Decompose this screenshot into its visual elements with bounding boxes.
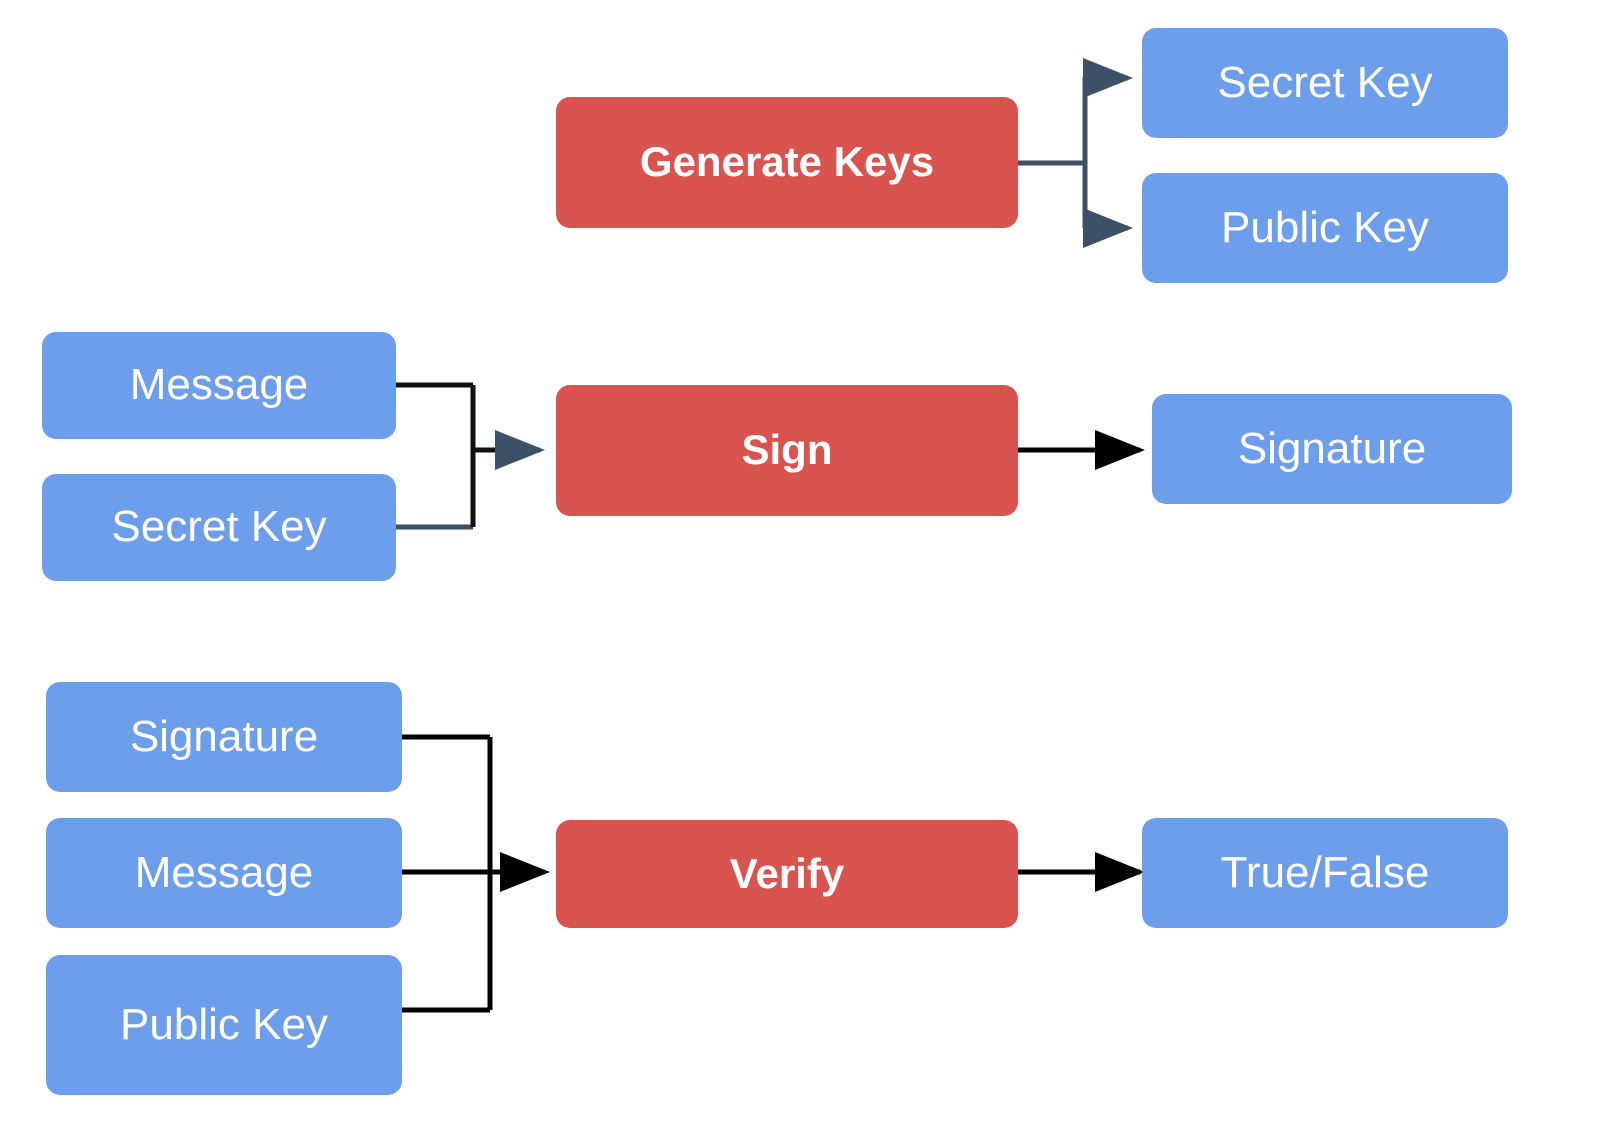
node-secret-key-output[interactable]: Secret Key (1142, 28, 1508, 138)
node-public-key-output[interactable]: Public Key (1142, 173, 1508, 283)
node-signature-output[interactable]: Signature (1152, 394, 1512, 504)
node-verify[interactable]: Verify (556, 820, 1018, 928)
node-sign-input-secret-key[interactable]: Secret Key (42, 474, 396, 581)
node-sign-input-message[interactable]: Message (42, 332, 396, 439)
edge-generate-keys-branch (1018, 58, 1133, 248)
node-verify-input-signature[interactable]: Signature (46, 682, 402, 792)
edge-verify-inputs (400, 734, 550, 1013)
node-sign[interactable]: Sign (556, 385, 1018, 516)
node-verify-input-public-key[interactable]: Public Key (46, 955, 402, 1095)
edge-sign-inputs (396, 382, 545, 530)
node-verify-input-message[interactable]: Message (46, 818, 402, 928)
node-true-false-output[interactable]: True/False (1142, 818, 1508, 928)
node-generate-keys[interactable]: Generate Keys (556, 97, 1018, 228)
